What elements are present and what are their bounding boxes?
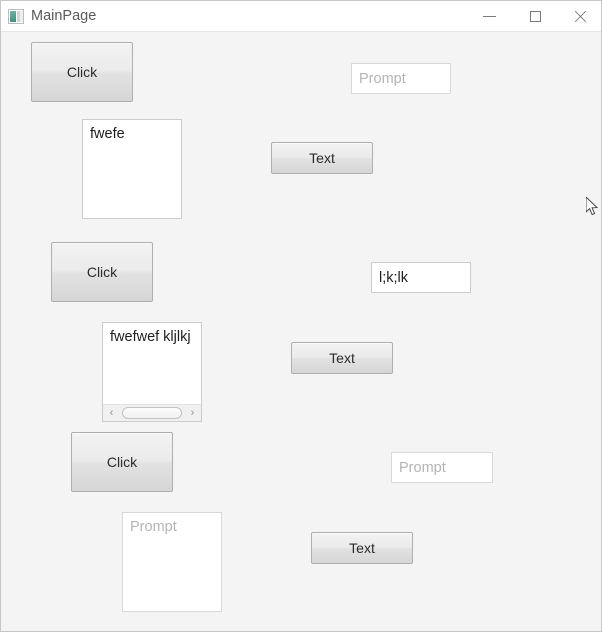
window-title: MainPage xyxy=(31,8,97,24)
close-icon xyxy=(573,10,586,23)
app-image-icon xyxy=(8,9,24,24)
scroll-left-icon[interactable]: ‹ xyxy=(109,407,114,419)
prompt-input-2[interactable]: Prompt xyxy=(391,452,493,483)
close-button[interactable] xyxy=(557,1,601,31)
text-button-1[interactable]: Text xyxy=(271,142,373,174)
text-input-2-value: l;k;lk xyxy=(379,269,408,286)
text-button-3[interactable]: Text xyxy=(311,532,413,564)
text-input-2[interactable]: l;k;lk xyxy=(371,262,471,293)
minimize-icon xyxy=(483,16,496,17)
horizontal-scrollbar[interactable]: ‹ › xyxy=(103,404,201,421)
prompt-input-1-placeholder: Prompt xyxy=(359,70,406,87)
minimize-button[interactable] xyxy=(467,1,513,31)
prompt-input-1[interactable]: Prompt xyxy=(351,63,451,94)
multiline-prompt-placeholder: Prompt xyxy=(130,519,177,535)
multiline-textbox-1[interactable]: fwefe xyxy=(82,119,182,219)
scroll-right-icon[interactable]: › xyxy=(190,407,195,419)
click-button-3[interactable]: Click xyxy=(71,432,173,492)
click-button-1[interactable]: Click xyxy=(31,42,133,102)
text-button-2[interactable]: Text xyxy=(291,342,393,374)
mouse-cursor xyxy=(586,197,599,216)
maximize-icon xyxy=(530,11,541,22)
multiline-textbox-1-value: fwefe xyxy=(90,126,125,142)
multiline-prompt-textbox[interactable]: Prompt xyxy=(122,512,222,612)
title-bar: MainPage xyxy=(1,1,601,32)
maximize-button[interactable] xyxy=(513,1,559,31)
click-button-2[interactable]: Click xyxy=(51,242,153,302)
multiline-textbox-2[interactable]: fwefwef kljlkj ‹ › xyxy=(102,322,202,422)
scrollbar-thumb[interactable] xyxy=(122,407,182,419)
prompt-input-2-placeholder: Prompt xyxy=(399,459,446,476)
multiline-textbox-2-value: fwefwef kljlkj xyxy=(110,329,191,345)
